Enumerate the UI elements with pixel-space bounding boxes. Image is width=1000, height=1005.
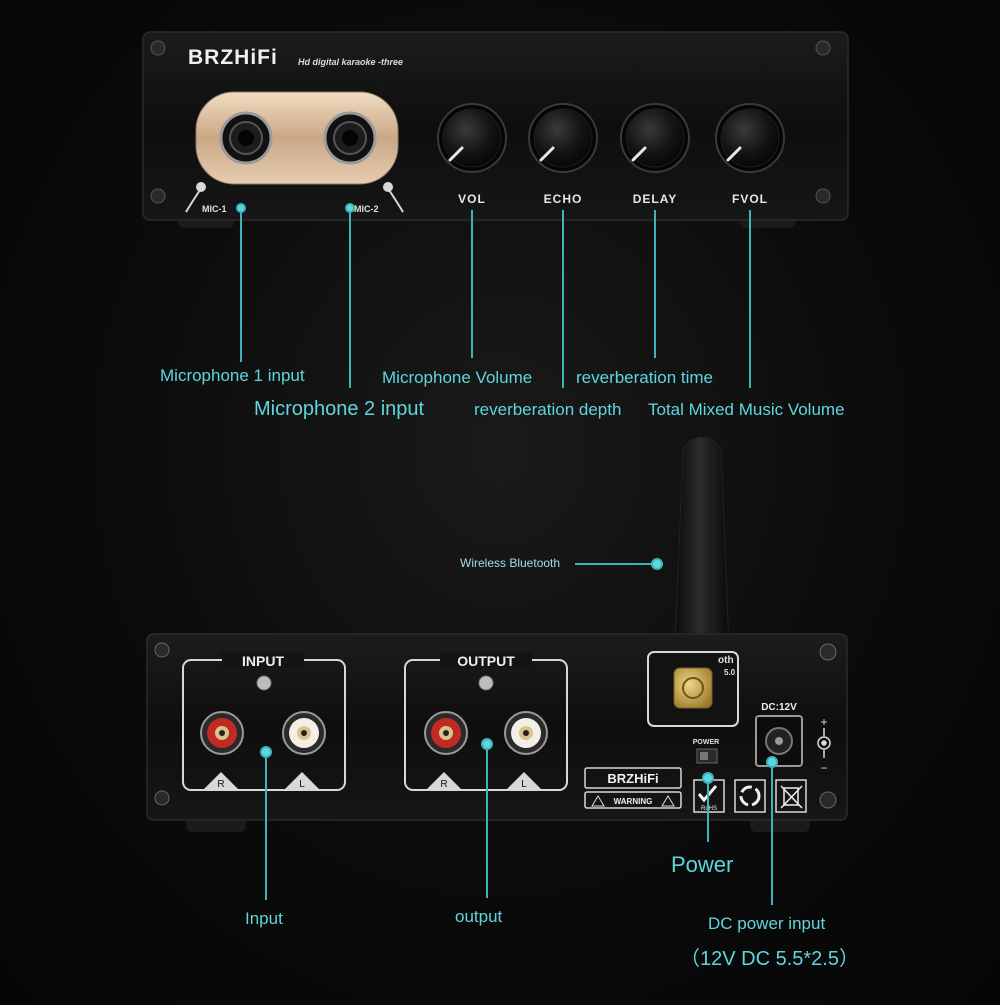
mic-1-label: MIC-1 (202, 204, 227, 214)
mic-2-label: MIC-2 (354, 204, 379, 214)
bluetooth-text: oth (718, 655, 734, 666)
knob-indicator (726, 146, 742, 162)
knob-label-delay: DELAY (633, 192, 678, 206)
input-rca-l[interactable] (282, 711, 326, 755)
power-switch[interactable] (696, 748, 718, 764)
output-title: OUTPUT (457, 653, 515, 669)
mic-2-jack[interactable] (323, 111, 377, 165)
ground-screw-icon (256, 675, 272, 691)
knob-label-vol: VOL (458, 192, 486, 206)
callout-vol: Microphone Volume (382, 368, 533, 387)
callout-bluetooth: Wireless Bluetooth (460, 556, 561, 570)
callout-mic1: Microphone 1 input (160, 366, 305, 385)
power-switch-label: POWER (693, 739, 719, 746)
screw-icon (150, 40, 831, 204)
antenna-connector (673, 667, 713, 709)
mic-1-jack[interactable] (219, 111, 273, 165)
dc-label: DC:12V (761, 702, 797, 713)
knob-group: VOL ECHO DELAY FVOL (437, 103, 785, 206)
input-title: INPUT (242, 653, 284, 669)
bluetooth-version: 5.0 (724, 668, 736, 677)
ground-screw-icon (478, 675, 494, 691)
knob-label-fvol: FVOL (732, 192, 768, 206)
output-r-label: R (440, 779, 447, 790)
rear-brand: BRZHiFi (607, 771, 658, 786)
front-panel: BRZHiFi Hd digital karaoke -three MIC-1 … (142, 31, 849, 228)
knob-echo[interactable] (528, 103, 598, 173)
polarity-minus: − (820, 761, 827, 775)
front-model: Hd digital karaoke -three (298, 57, 403, 67)
knob-delay[interactable] (620, 103, 690, 173)
microphone-icon (185, 182, 404, 213)
knob-indicator (631, 146, 647, 162)
warning-label: WARNING (614, 797, 653, 806)
rear-panel: INPUT R L OUTPUT (146, 633, 848, 832)
front-brand: BRZHiFi (188, 46, 278, 69)
input-l-label: L (299, 779, 305, 790)
knob-indicator (448, 146, 464, 162)
output-l-label: L (521, 779, 527, 790)
knob-vol[interactable] (437, 103, 507, 173)
knob-indicator (539, 146, 555, 162)
output-rca-r[interactable] (424, 711, 468, 755)
input-rca-r[interactable] (200, 711, 244, 755)
dc-power-jack[interactable] (755, 715, 803, 767)
output-rca-l[interactable] (504, 711, 548, 755)
callout-mic2: Microphone 2 input (254, 398, 425, 420)
callout-dc-spec: （12V DC 5.5*2.5） (680, 948, 859, 970)
screw-icon (154, 642, 837, 809)
knob-label-echo: ECHO (544, 192, 583, 206)
callout-output: output (455, 907, 503, 926)
callout-dc-input: DC power input (708, 914, 826, 933)
recycle-icon (734, 779, 766, 813)
polarity-icon: + − (817, 715, 831, 775)
knob-fvol[interactable] (715, 103, 785, 173)
callout-power: Power (671, 852, 734, 877)
input-r-label: R (217, 779, 224, 790)
callout-fvol: Total Mixed Music Volume (648, 400, 845, 419)
callout-lines (236, 203, 778, 905)
weee-bin-icon (775, 779, 807, 813)
callout-delay: reverberation time (576, 368, 714, 387)
callout-echo: reverberation depth (474, 400, 622, 419)
callout-input: Input (245, 909, 283, 928)
polarity-plus: + (820, 715, 827, 729)
